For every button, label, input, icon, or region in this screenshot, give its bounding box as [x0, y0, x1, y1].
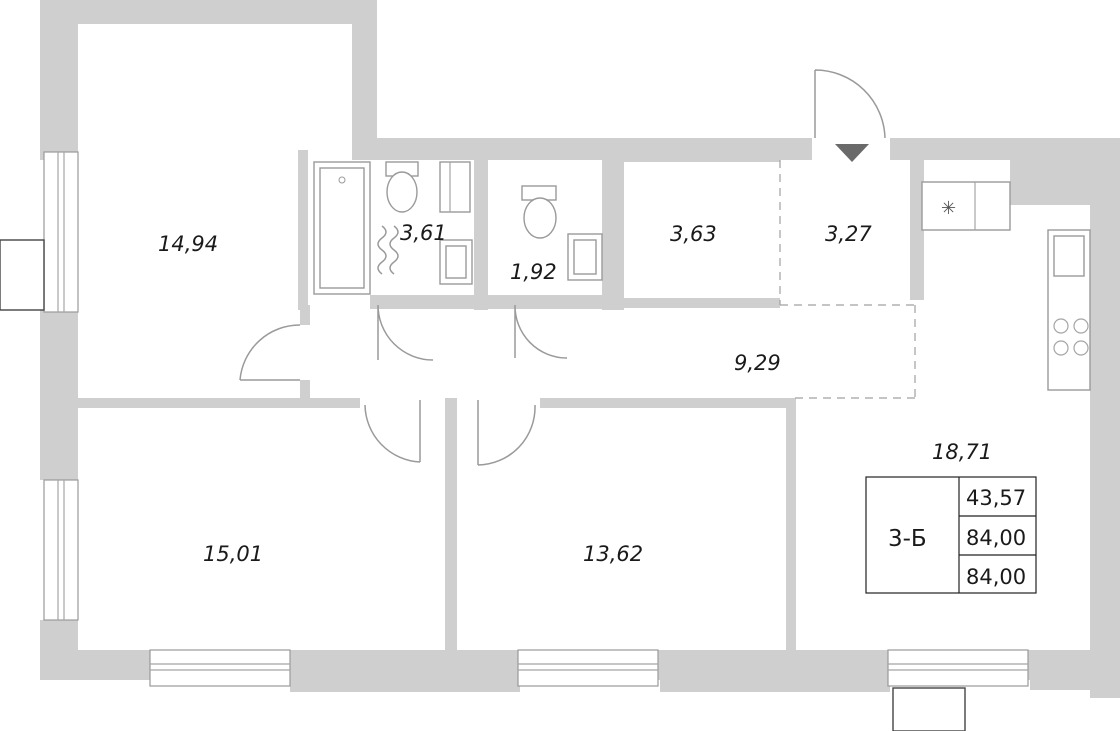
- kitchen-counter: ✳: [921, 181, 1091, 391]
- area-labels: 14,94 3,61 1,92 3,63 3,27 9,29 15,01 13,…: [158, 221, 992, 566]
- window-bottom-right: [887, 649, 1029, 687]
- sink-bathroom: [439, 239, 473, 285]
- windows: [0, 151, 1029, 731]
- room-area-kitchen-living: 18,71: [932, 440, 992, 464]
- toilet-wc: [521, 185, 557, 239]
- towel-rail-icon: [377, 225, 399, 275]
- room-area-corridor: 9,29: [734, 351, 781, 375]
- room-area-entry-hall: 3,27: [825, 222, 872, 246]
- room-area-storage: 3,63: [670, 222, 717, 246]
- entrance-arrow-icon: [835, 144, 869, 162]
- room-area-bedroom-top-left: 14,94: [158, 232, 218, 256]
- washing-machine: [439, 161, 471, 213]
- svg-text:✳: ✳: [941, 198, 956, 219]
- window-left-upper: [43, 151, 79, 313]
- door-bathroom: [377, 304, 434, 361]
- apartment-type: 3-Б: [888, 526, 927, 552]
- apartment-summary: 3-Б 43,57 84,00 84,00: [865, 476, 1037, 594]
- total-area-balcony-value: 84,00: [966, 565, 1026, 589]
- room-area-toilet: 1,92: [510, 260, 557, 284]
- door-toilet: [514, 304, 568, 359]
- doors: [239, 69, 886, 466]
- room-area-bedroom-bottom-middle: 13,62: [583, 542, 643, 566]
- bathtub: [313, 161, 371, 295]
- window-bottom-middle: [517, 649, 659, 687]
- living-area-value: 43,57: [966, 486, 1026, 510]
- zone-boundaries: [779, 160, 916, 399]
- room-area-bathroom: 3,61: [400, 221, 447, 245]
- ac-unit-bottom: [892, 687, 966, 731]
- window-bottom-left: [149, 649, 291, 687]
- ac-unit-left: [0, 239, 45, 311]
- entrance-door: [814, 69, 886, 139]
- room-area-bedroom-bottom-left: 15,01: [203, 542, 263, 566]
- door-bedroom-bottom-middle: [477, 400, 536, 466]
- door-bedroom-top-left: [239, 324, 301, 381]
- total-area-value: 84,00: [966, 526, 1026, 550]
- window-left-lower: [43, 479, 79, 621]
- door-bedroom-bottom-left: [364, 400, 421, 463]
- toilet-bathroom: [385, 161, 419, 213]
- sink-wc: [567, 233, 603, 281]
